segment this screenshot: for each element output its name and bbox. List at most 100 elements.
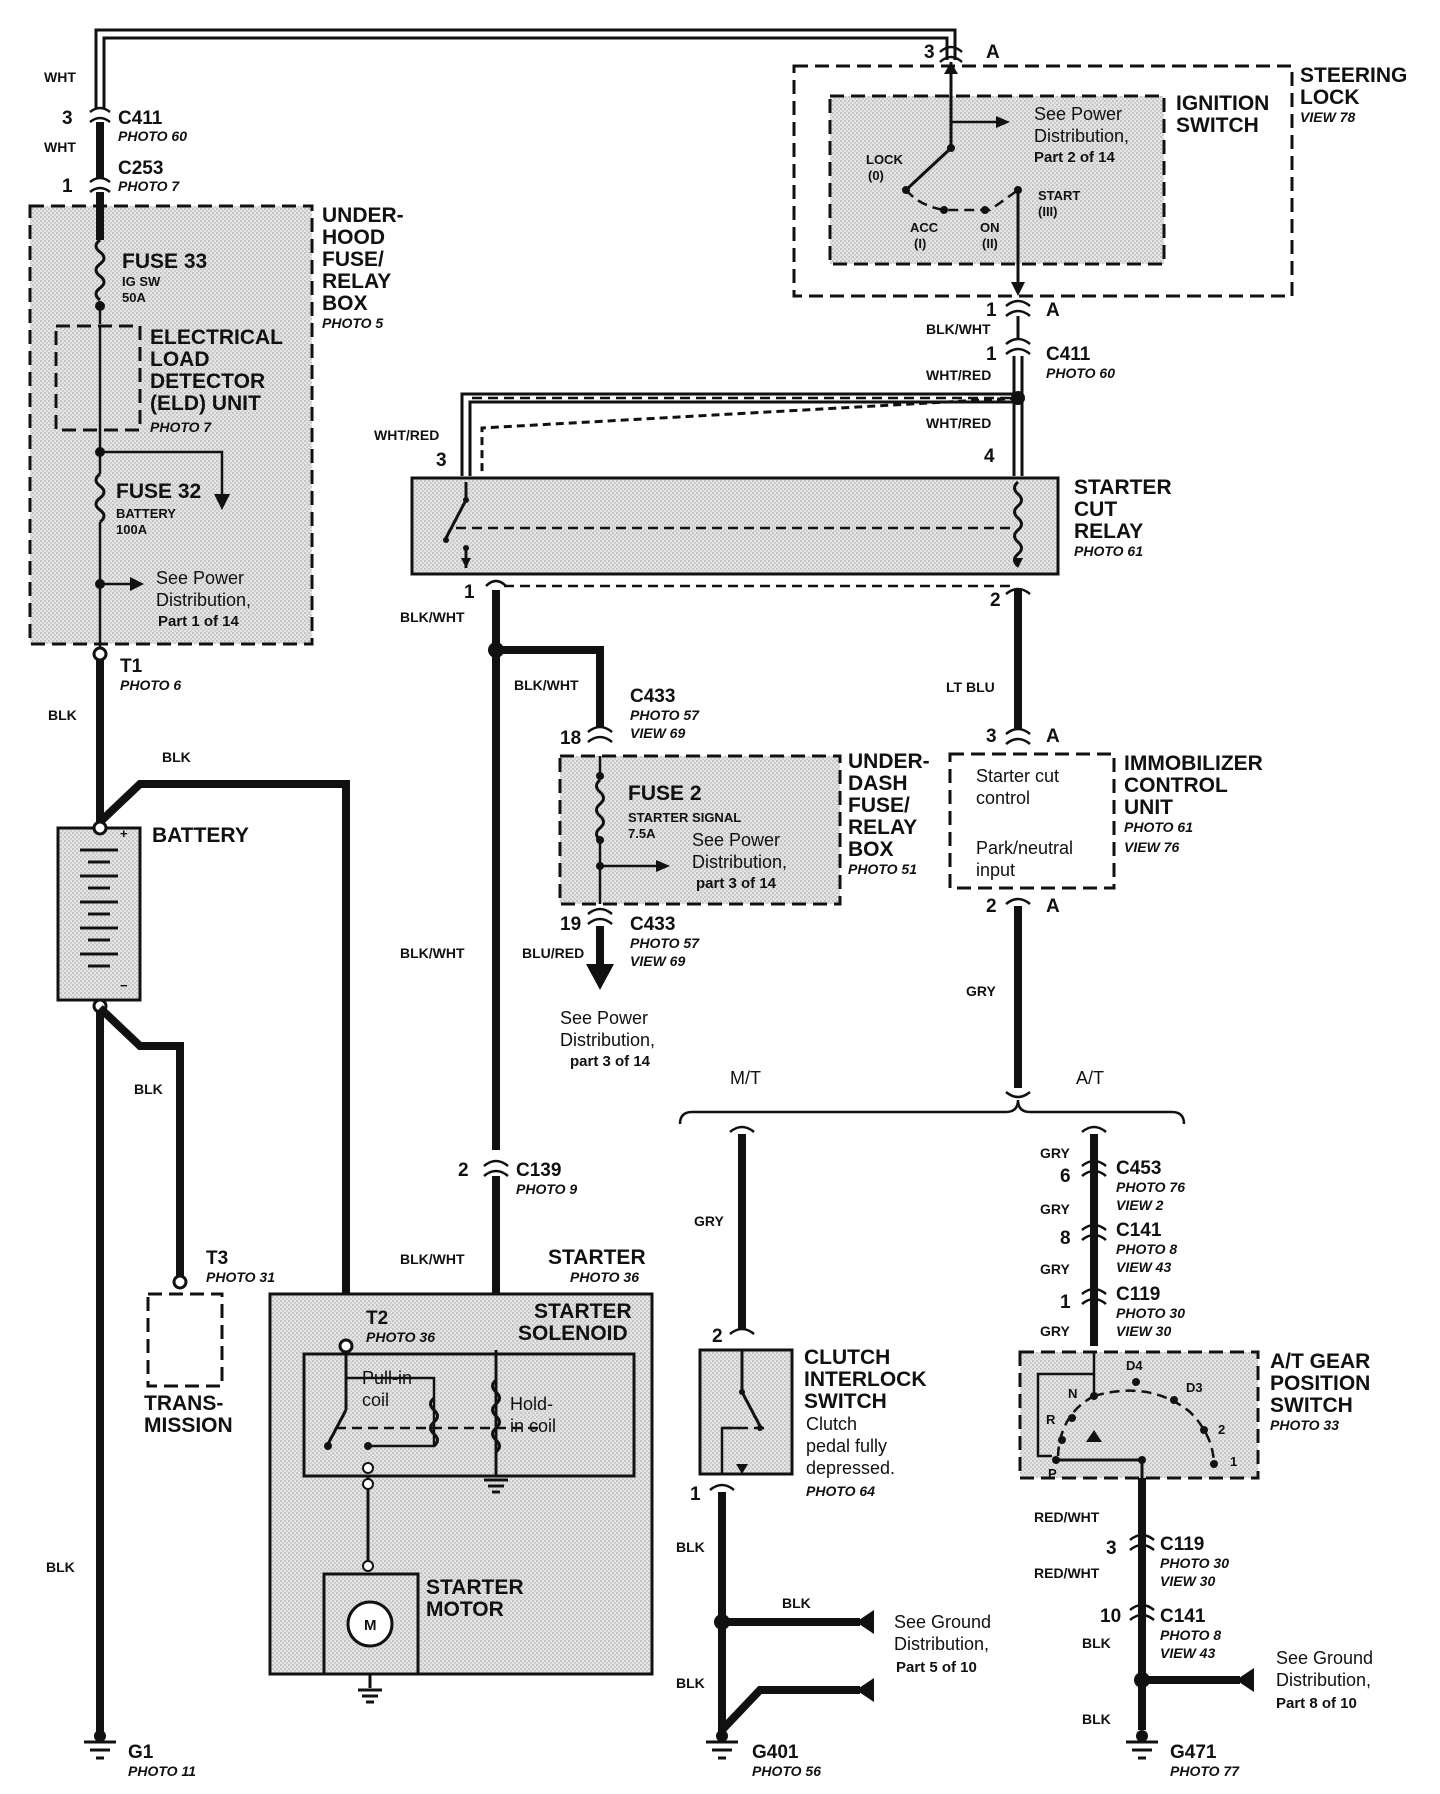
immobilizer-title: IMMOBILIZER CONTROL UNIT bbox=[1124, 752, 1263, 819]
clutch-interlock-switch-box bbox=[698, 1348, 794, 1476]
c411-mid-label: C411 bbox=[1046, 344, 1091, 365]
svg-text:IGNITION: IGNITION bbox=[1176, 92, 1269, 115]
svg-text:coil: coil bbox=[362, 1390, 389, 1410]
svg-text:Park/neutral: Park/neutral bbox=[976, 838, 1073, 858]
branch-bracket bbox=[678, 1099, 1186, 1125]
ground-dist-note-1: See Ground Distribution, Part 5 of 10 bbox=[894, 1612, 991, 1676]
imm-pin-2a: A bbox=[1046, 896, 1060, 917]
fuse-32-label: FUSE 32 bbox=[116, 480, 201, 503]
underdash-box-photo: PHOTO 51 bbox=[848, 861, 917, 877]
imm-pin-3a: A bbox=[1046, 726, 1060, 747]
c139-photo: PHOTO 9 bbox=[516, 1181, 577, 1197]
relay-pin-4: 4 bbox=[984, 446, 995, 467]
svg-text:Distribution,: Distribution, bbox=[560, 1030, 655, 1050]
svg-text:STARTER: STARTER bbox=[534, 1300, 632, 1323]
steering-lock-view: VIEW 78 bbox=[1300, 109, 1355, 125]
ign-pos-lock: LOCK bbox=[866, 152, 903, 167]
wire-label-blk-wht-ign: BLK/WHT bbox=[926, 321, 991, 337]
c433-b-pin: 19 bbox=[560, 914, 581, 935]
underhood-box-title: UNDER- HOOD FUSE/ RELAY BOX bbox=[322, 204, 404, 315]
branch-mt: M/T bbox=[730, 1068, 761, 1088]
svg-text:See Power: See Power bbox=[1034, 104, 1122, 124]
immobilizer-box bbox=[948, 752, 1116, 890]
power-dist-note-2: See Power Distribution, part 3 of 14 bbox=[560, 1008, 655, 1070]
motor-symbol-letter: M bbox=[364, 1617, 377, 1634]
svg-text:Hold-: Hold- bbox=[510, 1394, 553, 1414]
ign-pos-acc: ACC bbox=[910, 220, 939, 235]
c119-a-photo: PHOTO 30 bbox=[1116, 1305, 1185, 1321]
wire-label-blk-clutch: BLK bbox=[676, 1539, 705, 1555]
c141-b-pin: 10 bbox=[1100, 1606, 1121, 1627]
connector-c253 bbox=[89, 176, 111, 194]
power-dist-note-ign: See Power Distribution, Part 2 of 14 bbox=[1034, 104, 1129, 166]
imm-pin-2: 2 bbox=[986, 896, 997, 917]
starter-solenoid-box bbox=[302, 1352, 636, 1478]
svg-text:SWITCH: SWITCH bbox=[1176, 114, 1259, 137]
svg-text:FUSE/: FUSE/ bbox=[848, 794, 910, 817]
g1-label: G1 bbox=[128, 1742, 154, 1763]
eld-photo: PHOTO 7 bbox=[150, 419, 212, 435]
svg-text:SOLENOID: SOLENOID bbox=[518, 1322, 628, 1345]
ign-top-a: A bbox=[986, 42, 1000, 63]
c453-pin: 6 bbox=[1060, 1166, 1071, 1187]
svg-text:P: P bbox=[1048, 1466, 1057, 1481]
holdin-coil-label: Hold- in coil bbox=[510, 1394, 556, 1436]
fuse-33-amp: 50A bbox=[122, 290, 146, 305]
fuse-32-sub: BATTERY bbox=[116, 506, 176, 521]
c119-a-label: C119 bbox=[1116, 1284, 1160, 1305]
wire-label-wht-1: WHT bbox=[44, 69, 76, 85]
c141-a-pin: 8 bbox=[1060, 1228, 1071, 1249]
g1-photo: PHOTO 11 bbox=[128, 1763, 196, 1779]
c141-b-view: VIEW 43 bbox=[1160, 1645, 1215, 1661]
c253-label: C253 bbox=[118, 158, 163, 179]
t3-terminal bbox=[172, 1274, 188, 1290]
at-gear-switch-photo: PHOTO 33 bbox=[1270, 1417, 1339, 1433]
ign-pos-start-num: (III) bbox=[1038, 204, 1058, 219]
svg-text:Distribution,: Distribution, bbox=[1034, 126, 1129, 146]
c119-b-photo: PHOTO 30 bbox=[1160, 1555, 1229, 1571]
wire-label-wht-red-2: WHT/RED bbox=[374, 427, 439, 443]
fuse-32-symbol bbox=[94, 472, 106, 524]
wire-label-wht-red-1: WHT/RED bbox=[926, 367, 991, 383]
svg-text:+: + bbox=[120, 826, 128, 841]
power-dist-note-underdash: See Power Distribution, part 3 of 14 bbox=[692, 830, 787, 892]
c411-top-label: C411 bbox=[118, 108, 163, 129]
svg-text:Starter cut: Starter cut bbox=[976, 766, 1059, 786]
svg-text:CUT: CUT bbox=[1074, 498, 1117, 521]
svg-text:in coil: in coil bbox=[510, 1416, 556, 1436]
svg-text:A/T GEAR: A/T GEAR bbox=[1270, 1350, 1370, 1373]
svg-text:input: input bbox=[976, 860, 1015, 880]
wire-label-wht-red-3: WHT/RED bbox=[926, 415, 991, 431]
steering-lock-title: STEERING LOCK bbox=[1300, 64, 1407, 109]
fuse-32-amp: 100A bbox=[116, 522, 148, 537]
svg-text:UNDER-: UNDER- bbox=[848, 750, 930, 773]
underhood-fuse-relay-box bbox=[28, 204, 314, 646]
underhood-box-photo: PHOTO 5 bbox=[322, 315, 383, 331]
ground-g401-symbol bbox=[706, 1730, 738, 1760]
c141-a-label: C141 bbox=[1116, 1220, 1162, 1241]
wire-label-gry-4: GRY bbox=[1040, 1323, 1070, 1339]
starter-photo: PHOTO 36 bbox=[570, 1269, 639, 1285]
motor-symbol bbox=[346, 1600, 394, 1648]
clutch-switch-desc: Clutch pedal fully depressed. bbox=[806, 1414, 895, 1478]
svg-text:R: R bbox=[1046, 1412, 1056, 1427]
svg-text:depressed.: depressed. bbox=[806, 1458, 895, 1478]
wire-label-gry-1: GRY bbox=[1040, 1145, 1070, 1161]
fuse-2-amp: 7.5A bbox=[628, 826, 656, 841]
immobilizer-text-2: Park/neutral input bbox=[976, 838, 1073, 880]
c119-b-view: VIEW 30 bbox=[1160, 1573, 1215, 1589]
wht-red-wires bbox=[460, 392, 1024, 476]
relay-coil-symbol bbox=[1013, 480, 1023, 568]
svg-text:LOCK: LOCK bbox=[1300, 86, 1360, 109]
svg-text:See Power: See Power bbox=[692, 830, 780, 850]
fuse-2-sub: STARTER SIGNAL bbox=[628, 810, 741, 825]
wire-label-blk-wht-c433: BLK/WHT bbox=[514, 677, 579, 693]
starter-cut-relay-box bbox=[410, 476, 1060, 576]
ignition-switch-arm bbox=[904, 146, 953, 192]
svg-text:CLUTCH: CLUTCH bbox=[804, 1346, 890, 1369]
svg-text:STARTER: STARTER bbox=[426, 1576, 524, 1599]
c433-b-photo: PHOTO 57 bbox=[630, 935, 700, 951]
svg-text:RELAY: RELAY bbox=[848, 816, 917, 839]
ground-g1-symbol bbox=[84, 1730, 116, 1760]
